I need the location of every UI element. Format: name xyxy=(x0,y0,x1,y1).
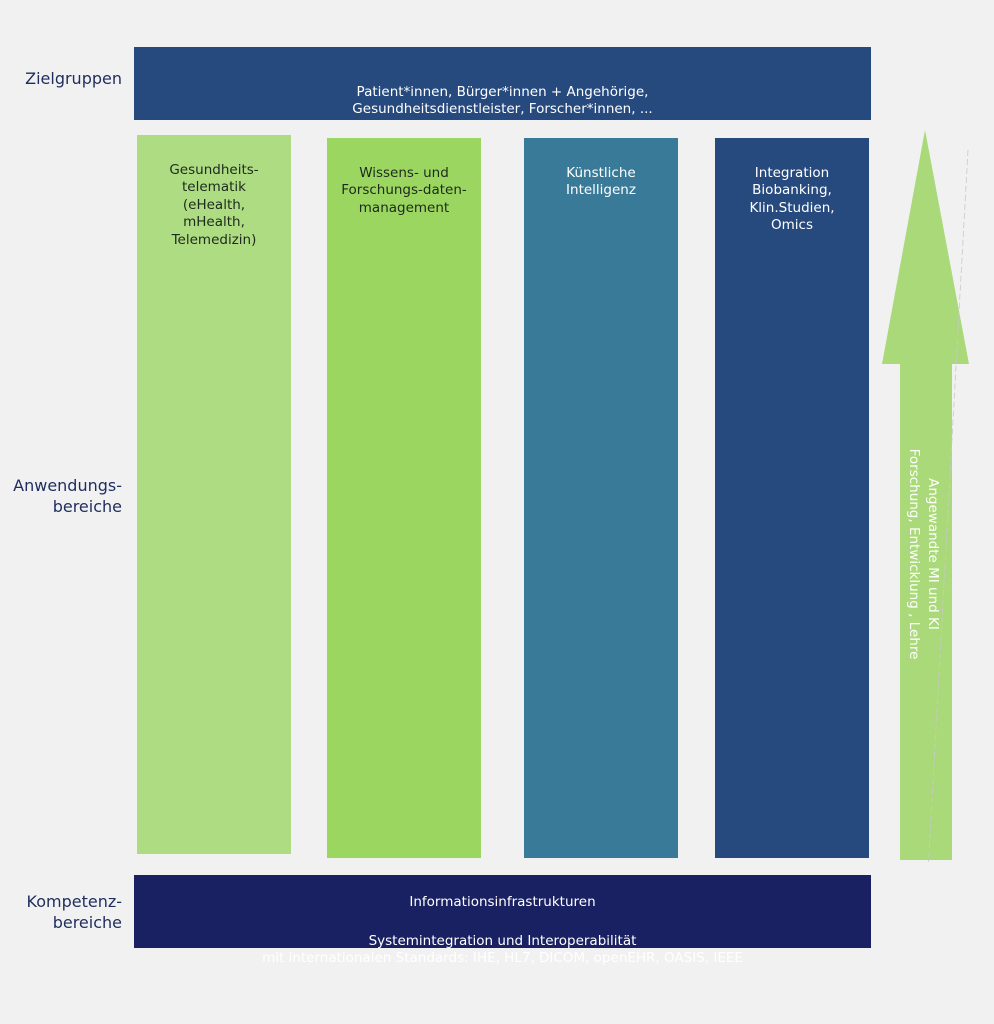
arrow-shape xyxy=(882,130,969,860)
zielgruppen-band: Patient*innen, Bürger*innen + Angehörige… xyxy=(134,47,871,120)
label-anwendungsbereiche: Anwendungs- bereiche xyxy=(13,476,122,516)
column-label: Künstliche Intelligenz xyxy=(566,164,636,199)
column-kuenstliche-intelligenz: Künstliche Intelligenz xyxy=(524,138,678,858)
column-label: Integration Biobanking, Klin.Studien, Om… xyxy=(749,164,835,234)
column-label: Gesundheits- telematik (eHealth, mHealth… xyxy=(169,161,259,248)
zielgruppen-text: Patient*innen, Bürger*innen + Angehörige… xyxy=(352,84,653,117)
column-gesundheitstelematik: Gesundheits- telematik (eHealth, mHealth… xyxy=(137,135,291,854)
column-label: Wissens- und Forschungs-daten- managemen… xyxy=(341,164,467,216)
label-zielgruppen: Zielgruppen xyxy=(25,69,122,88)
kompetenz-band: Informationsinfrastrukturen Systemintegr… xyxy=(134,875,871,966)
arrow-label: Angewandte MI und KI Forschung, Entwickl… xyxy=(906,448,941,660)
kompetenz-details: Systemintegration und Interoperabilität … xyxy=(262,933,743,966)
column-datenmanagement: Wissens- und Forschungs-daten- managemen… xyxy=(327,138,481,858)
guide-line xyxy=(928,149,969,862)
up-arrow-icon xyxy=(882,130,969,862)
label-kompetenzbereiche: Kompetenz- bereiche xyxy=(26,892,123,932)
column-integration: Integration Biobanking, Klin.Studien, Om… xyxy=(715,138,869,858)
kompetenz-title: Informationsinfrastrukturen xyxy=(409,894,596,910)
